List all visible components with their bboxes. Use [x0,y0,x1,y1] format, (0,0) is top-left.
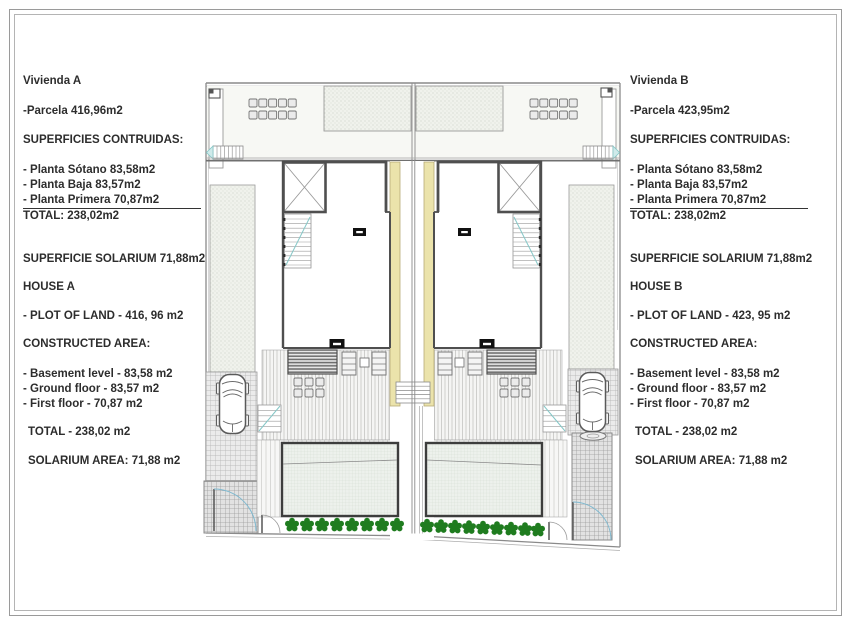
house-a-total-en: TOTAL - 238,02 m2 [28,426,131,438]
strip-steps [395,381,431,404]
house-a-first-es: - Planta Primera 70,87m2 [23,193,201,209]
car-icon-a [215,373,250,435]
house-a-first-en: - First floor - 70,87 m2 [23,398,143,410]
house-b-plot-en: - PLOT OF LAND - 423, 95 m2 [630,310,791,322]
house-b-total-es: TOTAL: 238,02m2 [630,210,727,222]
utility-box-icon-b [600,87,613,98]
house-a-ground-es: - Planta Baja 83,57m2 [23,179,141,191]
deck-steps-a [257,404,282,433]
pedestrian-gate-a [261,514,281,534]
house-b-total-en: TOTAL - 238,02 m2 [635,426,738,438]
pergola-b [486,349,537,375]
sun-lounger-icon [341,351,387,376]
areas-panel-house-a: Vivienda A -Parcela 416,96m2 SUPERFICIES… [23,74,223,469]
side-bed-b [568,184,615,370]
interior-stairs-b [512,213,541,269]
car-icon-b [575,371,610,433]
driveway-gate-arc-a [213,488,257,532]
entrance-patio-a [203,480,259,534]
side-bed-a [209,184,256,373]
planting-bed-b [415,85,504,132]
planting-bed-a [323,85,412,132]
deck-steps-b [542,404,567,433]
house-b-ground-es: - Planta Baja 83,57m2 [630,179,748,191]
pool-b [424,441,544,518]
room-tag-b-lower [479,339,495,348]
page-border-outer [9,9,842,616]
garden-stairs-b [582,145,621,160]
side-table-icon [359,357,370,368]
house-b-title: Vivienda B [630,75,689,87]
house-a-title: Vivienda A [23,75,82,87]
interior-stairs-a [283,213,312,269]
room-tag-b-upper [458,228,471,236]
room-tag-a-lower [329,339,345,348]
house-a-plot: -Parcela 416,96m2 [23,105,123,117]
house-a-footprint [281,160,391,349]
house-a-solarium-es: SUPERFICIE SOLARIUM 71,88m2 [23,253,206,265]
house-b-first-es: - Planta Primera 70,87m2 [630,193,808,209]
void-x-mark-b [499,163,540,211]
house-b-solarium-en: SOLARIUM AREA: 71,88 m2 [635,455,788,467]
shower-patio-b [571,432,613,541]
house-b-solarium-es: SUPERFICIE SOLARIUM 71,88m2 [630,253,813,265]
plot-division-line-top [411,83,416,160]
pedestrian-gate-b [548,521,568,541]
areas-panel-house-b: Vivienda B -Parcela 423,95m2 SUPERFICIES… [630,74,830,469]
void-x-mark-a [284,163,325,211]
house-a-total-es: TOTAL: 238,02m2 [23,210,120,222]
house-a-ground-en: - Ground floor - 83,57 m2 [23,383,160,395]
room-tag-a-upper [353,228,366,236]
strip-fence-lines [419,406,423,534]
house-b-first-en: - First floor - 70,87 m2 [630,398,750,410]
terrace-furniture-a [287,349,387,398]
utility-box-icon-a [208,88,221,99]
pergola-a [287,349,338,375]
house-b-basement-en: - Basement level - 83,58 m2 [630,368,780,380]
house-a-basement-es: - Planta Sótano 83,58m2 [23,164,156,176]
house-b-ground-en: - Ground floor - 83,57 m2 [630,383,767,395]
rear-garden-band [205,83,621,169]
shower-icon [579,431,607,441]
page-border-inner [14,14,837,611]
house-a-plot-en: - PLOT OF LAND - 416, 96 m2 [23,310,184,322]
side-table-icon-b [454,357,465,368]
house-b-basement-es: - Planta Sótano 83,58m2 [630,164,763,176]
house-a-built-header-en: CONSTRUCTED AREA: [23,338,151,350]
house-b-plot: -Parcela 423,95m2 [630,105,730,117]
house-b-built-header-en: CONSTRUCTED AREA: [630,338,758,350]
house-b-title-en: HOUSE B [630,281,683,293]
party-wall-line [411,160,416,534]
garden-ground [207,86,619,159]
house-a-basement-en: - Basement level - 83,58 m2 [23,368,173,380]
garden-stairs-a [205,145,244,160]
patio-door-arc-b [572,501,612,541]
house-a-solarium-en: SOLARIUM AREA: 71,88 m2 [28,455,181,467]
terrace-furniture-b [437,349,537,398]
house-a-title-en: HOUSE A [23,281,75,293]
house-b-footprint [433,160,543,349]
house-a-built-header: SUPERFICIES CONTRUIDAS: [23,134,184,146]
pool-a [280,441,400,518]
house-b-built-header: SUPERFICIES CONTRUIDAS: [630,134,791,146]
sun-lounger-icon-b [437,351,483,376]
